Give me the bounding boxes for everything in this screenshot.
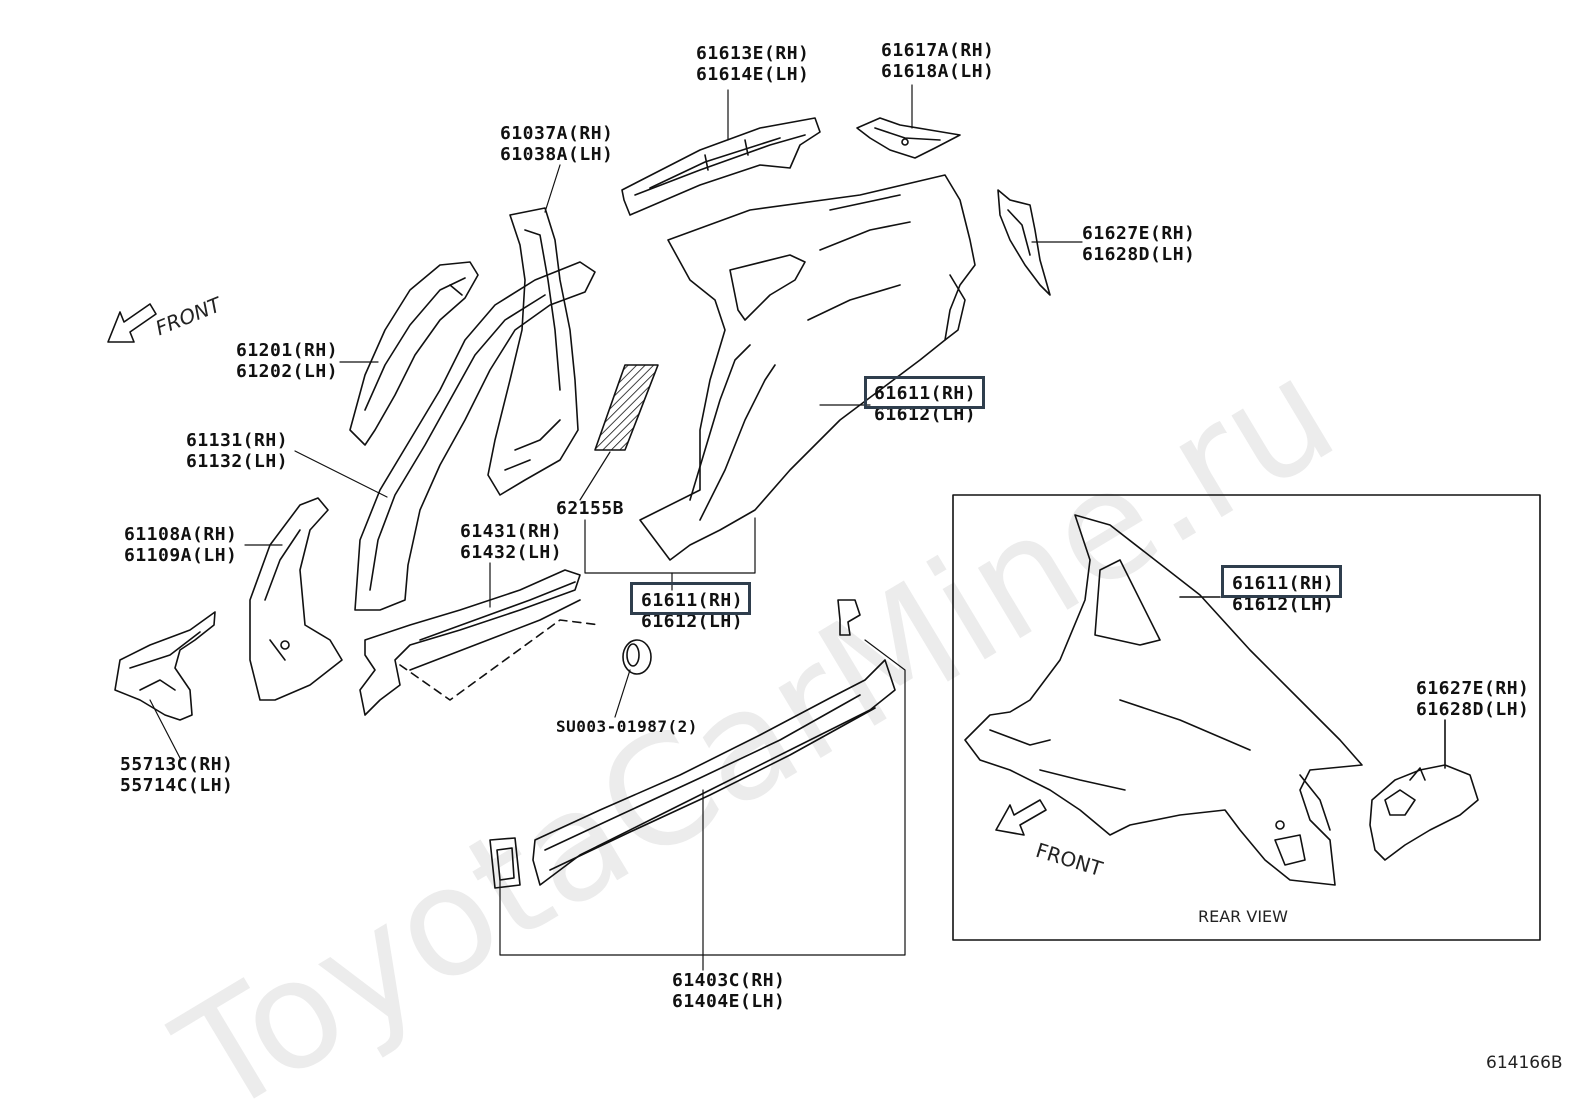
front-arrow-icon <box>107 303 157 343</box>
part-label-61613e: 61613E(RH)61614E(LH) <box>696 43 810 85</box>
quarter-panel-part <box>639 174 976 561</box>
part-label-61131: 61131(RH)61132(LH) <box>186 430 289 472</box>
roof-rail-part <box>621 117 821 216</box>
rear-view-inset <box>952 494 1541 941</box>
leader-lines <box>149 84 1083 971</box>
rear-view-label: REAR VIEW <box>1198 907 1288 926</box>
center-pillar-part <box>487 207 579 496</box>
grommet-part <box>622 639 652 675</box>
part-label-55713c: 55713C(RH)55714C(LH) <box>120 754 234 796</box>
bracket-61627e-part <box>997 189 1051 296</box>
pad-62155b-part <box>594 364 659 451</box>
part-label-62155b: 62155B <box>556 498 625 519</box>
highlight-box-61611-main <box>864 376 985 409</box>
part-label-61611-main: 61611(RH)61612(LH) <box>874 383 977 425</box>
part-label-61037a: 61037A(RH)61038A(LH) <box>500 123 614 165</box>
bracket-55713c-part <box>114 611 216 721</box>
front-pillar-part <box>349 261 479 446</box>
lower-pillar-part <box>249 497 343 701</box>
rocker-outer-part <box>489 599 896 889</box>
part-label-61431: 61431(RH)61432(LH) <box>460 521 563 563</box>
part-label-61403c: 61403C(RH)61404E(LH) <box>672 970 786 1012</box>
highlight-box-61611-lower <box>630 582 751 615</box>
diagram-code: 614166B <box>1486 1053 1563 1073</box>
part-label-61627e-rear: 61627E(RH)61628D(LH) <box>1416 678 1530 720</box>
part-label-61201: 61201(RH)61202(LH) <box>236 340 339 382</box>
part-label-su003: SU003-01987(2) <box>556 717 698 736</box>
highlight-box-61611-rear <box>1221 565 1342 598</box>
part-label-61108a: 61108A(RH)61109A(LH) <box>124 524 238 566</box>
bracket-61617a-part <box>856 117 961 159</box>
rocker-inner-part <box>359 569 601 716</box>
part-label-61611-lower: 61611(RH)61612(LH) <box>641 590 744 632</box>
part-label-61627e: 61627E(RH)61628D(LH) <box>1082 223 1196 265</box>
part-label-61617a: 61617A(RH)61618A(LH) <box>881 40 995 82</box>
part-label-61611-rear: 61611(RH)61612(LH) <box>1232 573 1335 615</box>
rocker-pillar-part <box>354 261 596 611</box>
